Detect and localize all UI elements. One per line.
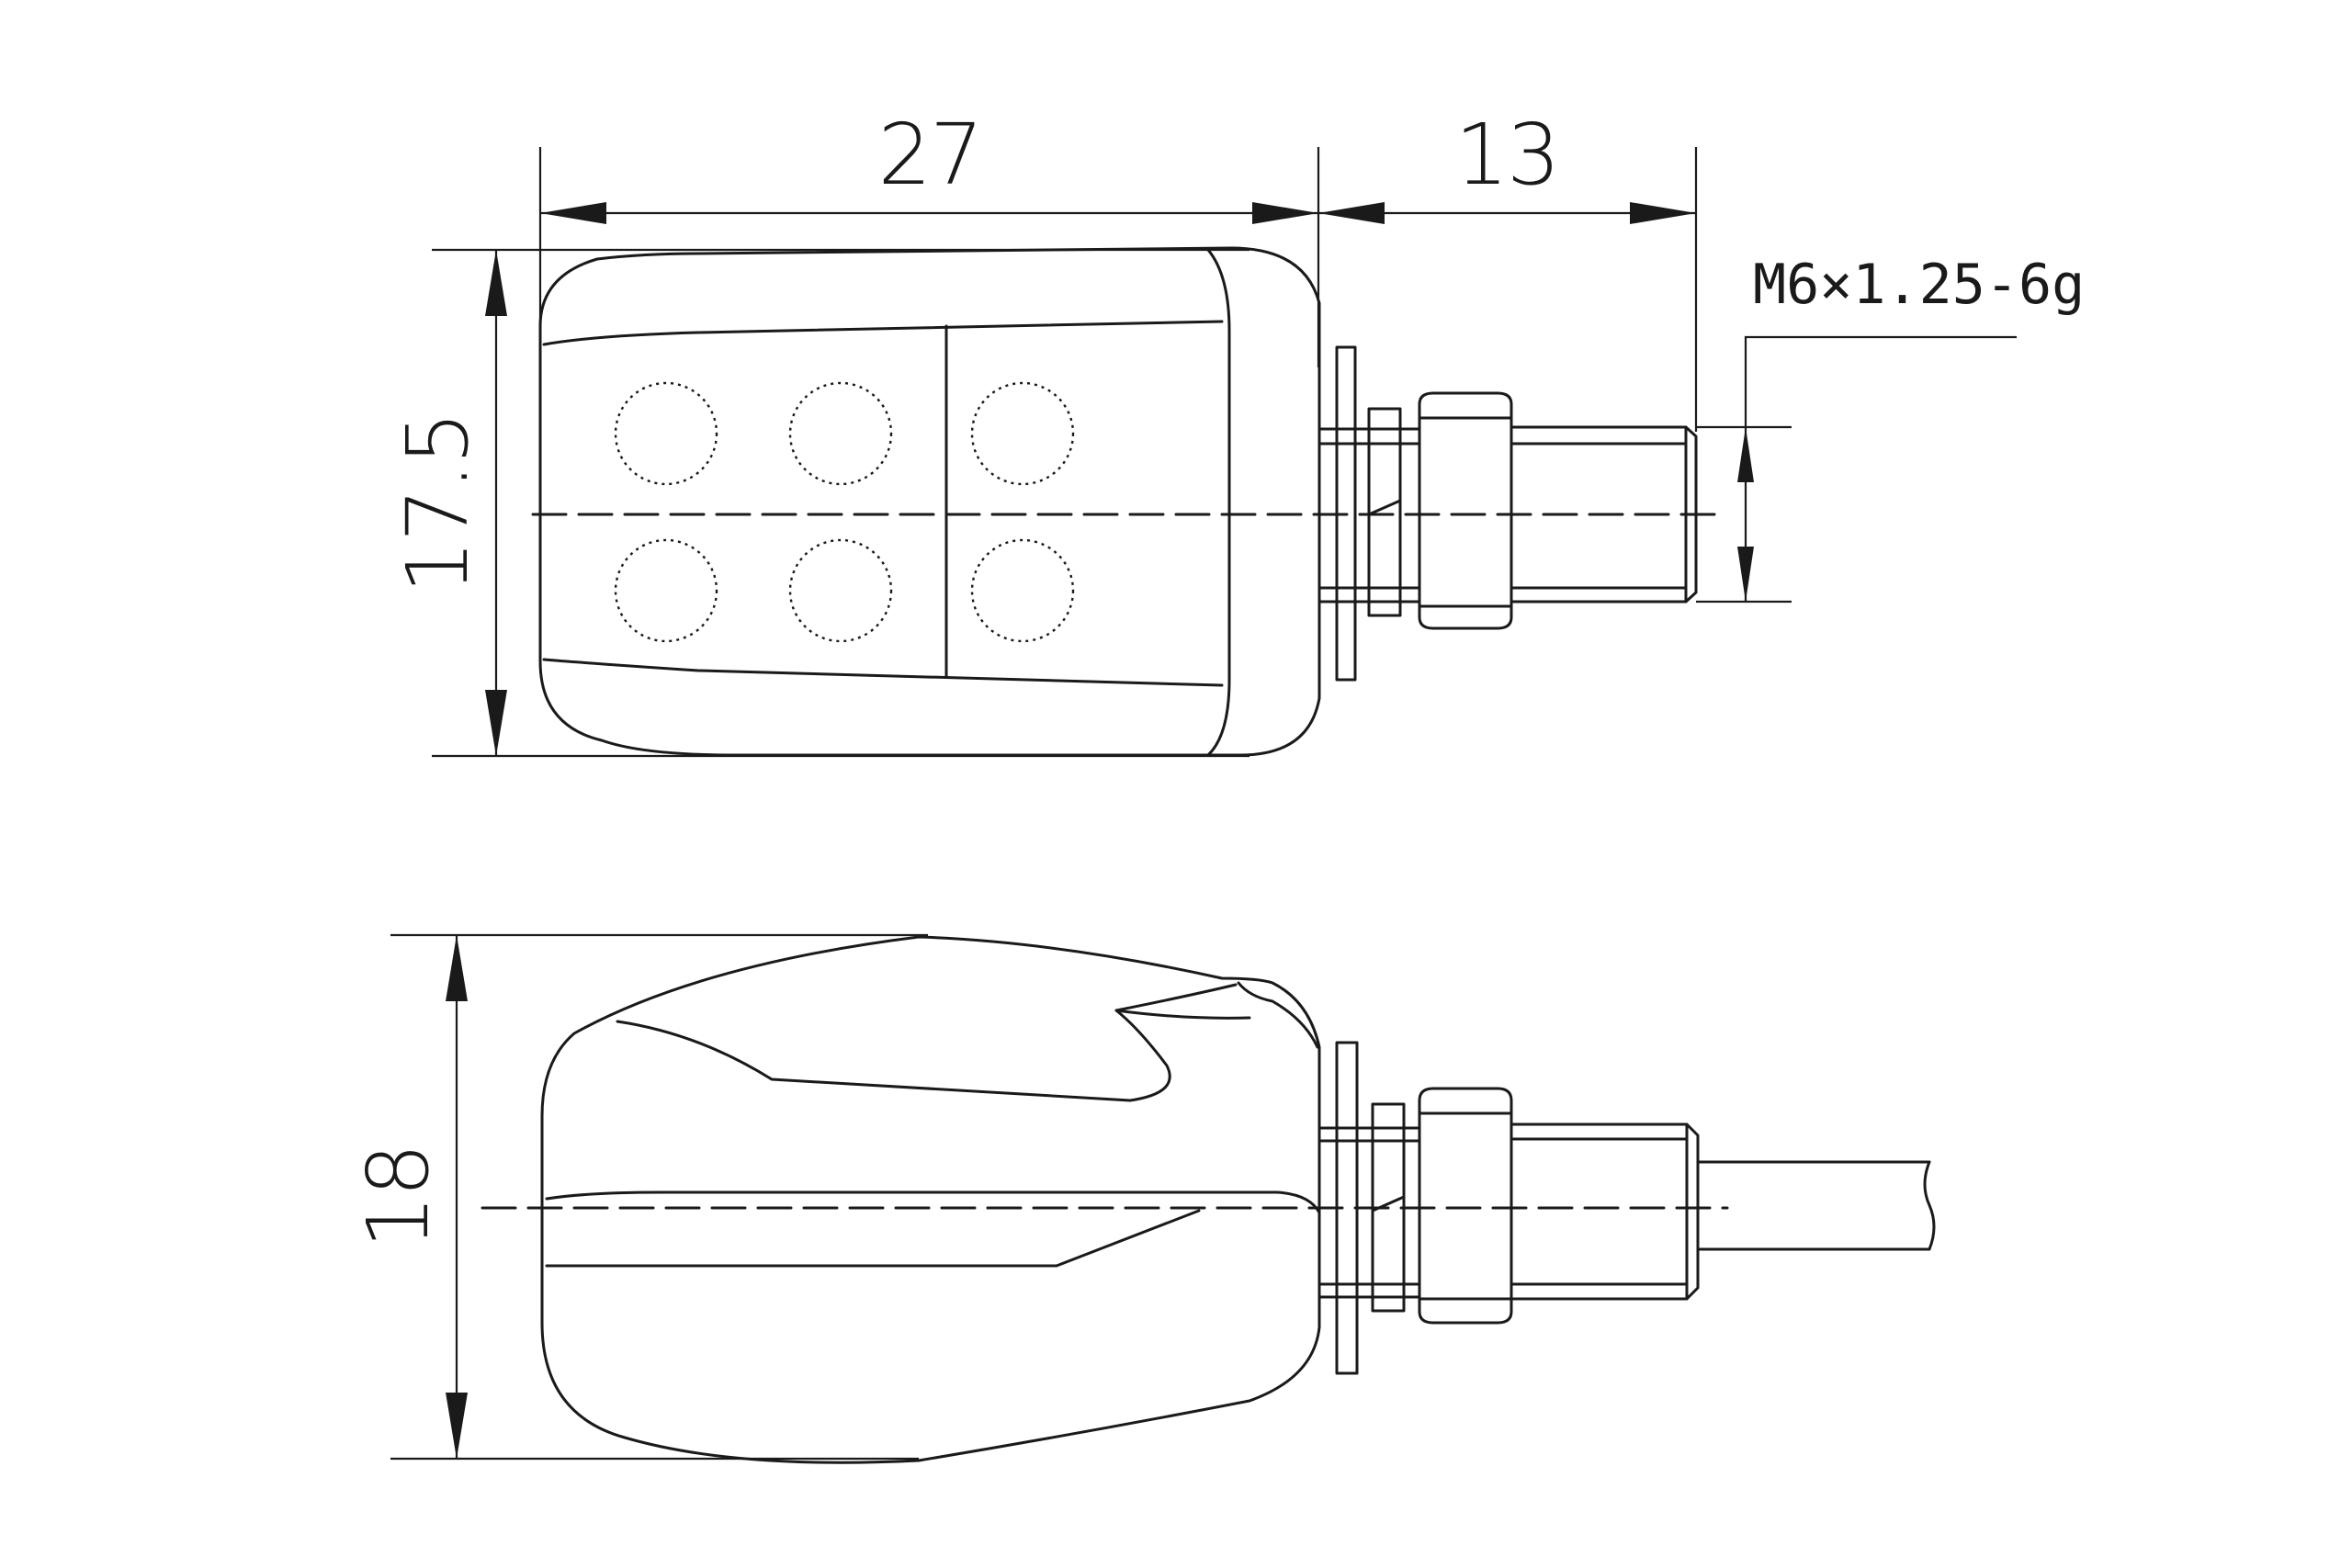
lock-nut [1367, 407, 1402, 617]
arrow [485, 690, 507, 756]
led-circle [970, 381, 1075, 486]
dim-label-17-5: 17.5 [389, 413, 487, 594]
arrow [446, 1393, 468, 1459]
thread-end [1684, 425, 1698, 604]
body-outline [538, 246, 1321, 757]
leader-line [1744, 335, 2017, 427]
washer [1335, 345, 1357, 682]
hex-nut [1418, 1087, 1513, 1325]
body-outline [540, 935, 1321, 1464]
lower-seam [545, 1209, 1201, 1268]
arrow [1737, 427, 1754, 482]
arrow [1630, 202, 1696, 224]
arrow [540, 202, 606, 224]
thread-spec-label: M6×1.25-6g [1753, 253, 2085, 317]
led-circle [788, 381, 893, 486]
fin-edge [1114, 983, 1238, 1012]
cable-break [1923, 1160, 1936, 1251]
lock-nut [1371, 1102, 1406, 1313]
arrow [1252, 202, 1318, 224]
side-view: 18 [349, 933, 1936, 1464]
washer [1335, 1041, 1359, 1375]
dim-label-27: 27 [877, 106, 981, 204]
hex-nut [1418, 391, 1513, 630]
arrow [1318, 202, 1385, 224]
cap-seam [1206, 248, 1231, 757]
led-circle [970, 538, 1075, 643]
led-circle [614, 381, 718, 486]
dim-label-18: 18 [349, 1145, 447, 1248]
upper-seam [545, 1190, 1321, 1214]
fin-tip [1237, 981, 1319, 1049]
led-circle [788, 538, 893, 643]
upper-fin [616, 1009, 1251, 1102]
thread-end [1685, 1122, 1700, 1301]
nut-mark [1367, 499, 1402, 516]
arrow [1737, 547, 1754, 602]
top-view: 27 13 17.5 [389, 106, 2085, 758]
dim-label-13: 13 [1454, 106, 1558, 204]
nut-mark [1371, 1195, 1406, 1213]
upper-lens-edge [542, 320, 1224, 346]
led-circle [614, 538, 718, 643]
arrow [446, 935, 468, 1001]
lower-lens-edge [542, 658, 1224, 687]
arrow [485, 250, 507, 316]
